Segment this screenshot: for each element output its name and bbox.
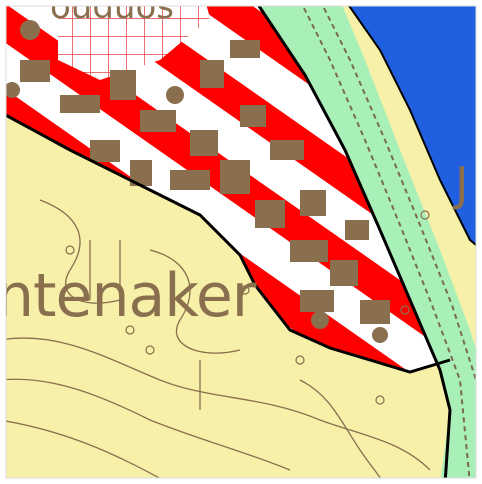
map-symbols <box>65 210 430 405</box>
map-label-top: ouduos <box>50 0 174 27</box>
road-edge-line <box>301 6 471 478</box>
road-edge-line <box>321 6 476 381</box>
zone-boundary-line <box>257 6 452 478</box>
water-body <box>349 6 476 245</box>
map-label-side: J <box>452 157 469 211</box>
buildings-layer <box>6 20 390 343</box>
water-edge-line <box>347 6 476 247</box>
contour-lines <box>6 199 431 478</box>
map-label-place: ntenaker <box>0 261 257 331</box>
map-border <box>5 5 477 479</box>
road-grid-block <box>58 6 210 80</box>
zone-boundary-line <box>6 113 451 374</box>
